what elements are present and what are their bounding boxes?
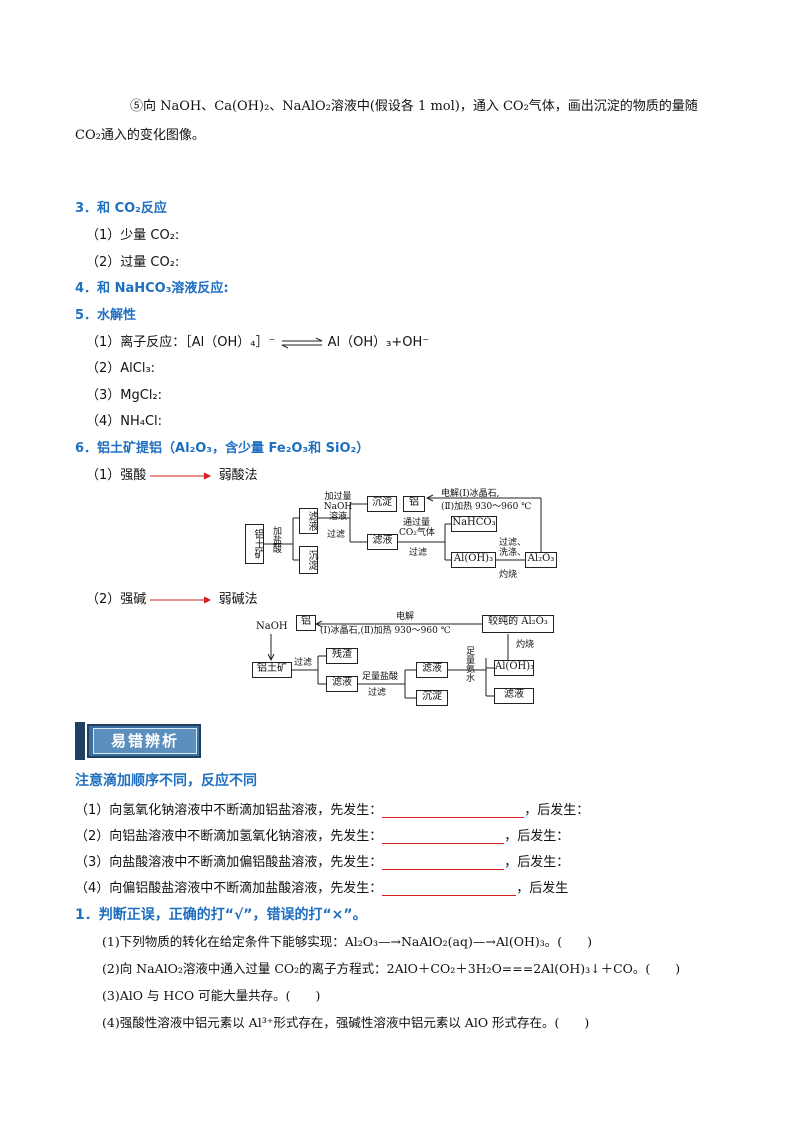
flowchart-base: NaOH 铝土矿 过滤 残渣 滤液 足量盐酸 过滤 滤液 沉淀 足量氨水 Al(… bbox=[250, 612, 565, 712]
order-item-2: （2）向铝盐溶液中不断滴加氢氧化钠溶液，先发生： ，后发生： bbox=[75, 825, 569, 844]
sec3-a: （1）少量 CO₂: bbox=[86, 228, 180, 243]
order-item-4: （4）向偏铝酸盐溶液中不断滴加盐酸溶液，先发生： ，后发生 bbox=[75, 877, 568, 896]
order-item-2-q: （2）向铝盐溶液中不断滴加氢氧化钠溶液，先发生： bbox=[75, 829, 383, 844]
flow2-naoh: NaOH bbox=[256, 621, 288, 632]
answer-blank[interactable] bbox=[382, 882, 517, 896]
flowchart-base-lines bbox=[267, 620, 509, 699]
red-arrow-icon bbox=[150, 596, 212, 603]
method2: （2）强碱 弱碱法 bbox=[86, 588, 258, 607]
judge-item-2: (2)向 NaAlO₂溶液中通入过量 CO₂的离子方程式：2AlO＋CO₂＋3H… bbox=[102, 961, 681, 976]
flow1-filtrate2: 滤液 bbox=[367, 534, 398, 550]
method1-right: 弱酸法 bbox=[218, 468, 258, 483]
flow2-filter: 过滤 bbox=[294, 658, 313, 668]
flow1-al: 铝 bbox=[403, 496, 425, 512]
equilibrium-arrow-icon bbox=[281, 337, 322, 348]
order-item-1-q: （1）向氢氧化钠溶液中不断滴加铝盐溶液，先发生： bbox=[75, 803, 383, 818]
flow1-filter: 过滤 bbox=[327, 530, 346, 540]
order-item-4-q: （4）向偏铝酸盐溶液中不断滴加盐酸溶液，先发生： bbox=[75, 881, 383, 896]
flow2-ammonia: 足量氨水 bbox=[464, 646, 474, 682]
sec5-title: 5．水解性 bbox=[75, 308, 137, 323]
flow1-wash1: 过滤、 bbox=[499, 538, 527, 548]
method1: （1）强酸 弱酸法 bbox=[86, 464, 258, 483]
order-item-1-tail: ，后发生： bbox=[524, 803, 590, 818]
flow2-al: 铝 bbox=[296, 615, 316, 631]
flow1-electrolysis2: (Ⅱ)加热 930～960 ℃ bbox=[441, 502, 532, 512]
flow1-co2-1: 通过量 bbox=[403, 518, 431, 528]
flow2-electrolysis: 电解 bbox=[396, 612, 415, 622]
flow1-aloh3: Al(OH)₃ bbox=[451, 552, 496, 568]
flow1-electrolysis1: 电解(Ⅰ)冰晶石, bbox=[441, 489, 500, 499]
flow2-ore: 铝土矿 bbox=[252, 662, 292, 678]
order-item-3-q: （3）向盐酸溶液中不断滴加偏铝酸盐溶液，先发生： bbox=[75, 855, 383, 870]
flow1-al2o3: Al₂O₃ bbox=[525, 552, 557, 568]
flow2-pure: 较纯的 Al₂O₃ bbox=[482, 615, 554, 633]
flowchart-acid-lines bbox=[264, 494, 542, 561]
order-item-3-tail: ，后发生： bbox=[504, 855, 570, 870]
flow2-filtrate2: 滤液 bbox=[416, 662, 448, 678]
answer-blank[interactable] bbox=[382, 856, 505, 870]
flow2-burn: 灼烧 bbox=[516, 640, 535, 650]
flow2-cond: (Ⅰ)冰晶石,(Ⅱ)加热 930～960 ℃ bbox=[320, 626, 451, 636]
sec3-b: （2）过量 CO₂: bbox=[86, 255, 180, 270]
red-arrow-icon bbox=[150, 472, 212, 479]
flowchart-acid: 铝土矿 加盐酸 滤液 沉淀 加过量NaOH溶液 过滤 沉淀 铝 滤液 电解(Ⅰ)… bbox=[245, 488, 565, 586]
flow1-wash3: 灼烧 bbox=[499, 570, 518, 580]
flow2-aloh3: Al(OH)₃ bbox=[494, 660, 534, 676]
answer-blank[interactable] bbox=[382, 804, 525, 818]
flow2-residue: 残渣 bbox=[326, 648, 358, 664]
flow1-precipitate: 沉淀 bbox=[299, 546, 318, 574]
judge-item-4: (4)强酸性溶液中铝元素以 Al³⁺形式存在，强碱性溶液中铝元素以 AlO 形式… bbox=[102, 1015, 590, 1030]
flow2-precip: 沉淀 bbox=[416, 690, 448, 706]
judge-item-1: (1)下列物质的转化在给定条件下能够实现：Al₂O₃—→NaAlO₂(aq)—→… bbox=[102, 934, 593, 949]
sec5-b: （2）AlCl₃: bbox=[86, 361, 156, 376]
sec5-a-prefix: （1）离子反应：［Al（OH）₄］⁻ bbox=[86, 335, 276, 350]
flow1-precip2: 沉淀 bbox=[367, 496, 397, 512]
error-analysis-banner: 易错辨析 bbox=[75, 722, 203, 760]
flow1-wash2: 洗涤、 bbox=[499, 548, 527, 558]
judge-item-3: (3)AlO 与 HCO 可能大量共存。( ) bbox=[102, 988, 321, 1003]
flow2-filtrate: 滤液 bbox=[326, 676, 358, 692]
sec5-d: （4）NH₄Cl: bbox=[86, 414, 163, 429]
order-title: 注意滴加顺序不同，反应不同 bbox=[75, 773, 257, 789]
order-item-4-tail: ，后发生 bbox=[516, 881, 569, 896]
order-item-2-tail: ，后发生： bbox=[504, 829, 570, 844]
answer-blank[interactable] bbox=[382, 830, 505, 844]
q5-line1: ⑤向 NaOH、Ca(OH)₂、NaAlO₂溶液中(假设各 1 mol)，通入 … bbox=[130, 99, 698, 114]
banner-label: 易错辨析 bbox=[93, 728, 197, 754]
flow2-hcl: 足量盐酸 bbox=[362, 672, 399, 682]
method1-left: （1）强酸 bbox=[86, 468, 147, 483]
flow1-add-naoh: 加过量NaOH溶液 bbox=[323, 492, 353, 522]
flow1-add-hcl: 加盐酸 bbox=[271, 526, 281, 553]
flow1-co2-2: CO₂气体 bbox=[399, 528, 435, 538]
q5-line2: CO₂通入的变化图像。 bbox=[75, 128, 205, 143]
flow2-filtrate3: 滤液 bbox=[494, 688, 534, 704]
flow1-filter2: 过滤 bbox=[409, 548, 428, 558]
method2-right: 弱碱法 bbox=[218, 592, 258, 607]
flow1-ore: 铝土矿 bbox=[245, 524, 264, 564]
judge-title: 1．判断正误，正确的打“√”，错误的打“×”。 bbox=[75, 907, 367, 923]
banner-left-bar bbox=[75, 722, 85, 760]
sec5-a: （1）离子反应：［Al（OH）₄］⁻ Al（OH）₃+OH⁻ bbox=[86, 331, 429, 350]
sec6-title: 6．铝土矿提铝（Al₂O₃，含少量 Fe₂O₃和 SiO₂） bbox=[75, 441, 370, 456]
sec5-a-suffix: Al（OH）₃+OH⁻ bbox=[327, 335, 430, 350]
sec5-c: （3）MgCl₂: bbox=[86, 388, 163, 403]
sec4-title: 4．和 NaHCO₃溶液反应: bbox=[75, 281, 229, 296]
sec3-title: 3．和 CO₂反应 bbox=[75, 201, 167, 216]
order-item-3: （3）向盐酸溶液中不断滴加偏铝酸盐溶液，先发生： ，后发生： bbox=[75, 851, 569, 870]
order-item-1: （1）向氢氧化钠溶液中不断滴加铝盐溶液，先发生： ，后发生： bbox=[75, 799, 589, 818]
flow1-filtrate: 滤液 bbox=[299, 508, 318, 534]
flow2-filter2: 过滤 bbox=[368, 688, 387, 698]
method2-left: （2）强碱 bbox=[86, 592, 147, 607]
flow1-nahco3: NaHCO₃ bbox=[451, 516, 497, 532]
